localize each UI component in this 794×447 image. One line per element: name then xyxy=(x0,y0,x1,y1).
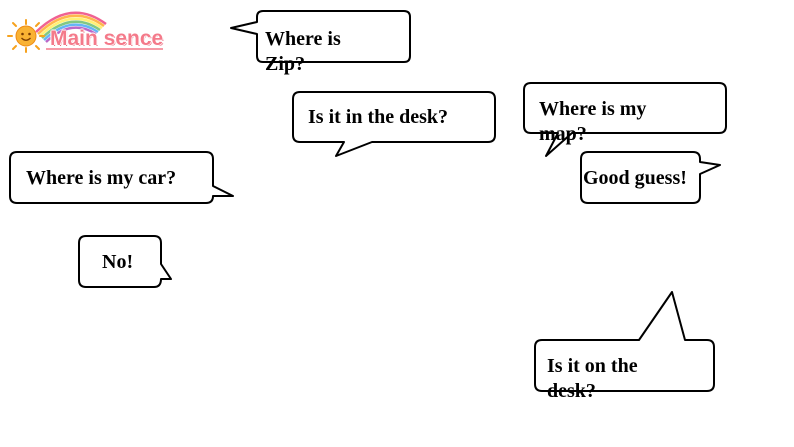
page-title: Main sence xyxy=(50,27,164,50)
speech-bubble-shape xyxy=(230,10,411,63)
bubble-text: No! xyxy=(102,251,134,273)
speech-bubble-in-the-desk: Is it in the desk? xyxy=(292,90,498,160)
speech-bubble-shape xyxy=(78,235,172,288)
bubble-text: Is it in the desk? xyxy=(308,106,449,128)
speech-bubble-shape xyxy=(523,82,727,157)
speech-bubble-shape xyxy=(534,291,715,392)
bubble-text: Where is my map? xyxy=(539,98,647,145)
speech-bubble-where-is-car: Where is my car? xyxy=(9,150,239,208)
speech-bubble-on-the-desk: Is it on the desk? xyxy=(533,290,719,402)
bubble-text: Good guess! xyxy=(583,167,687,189)
rainbow-icon xyxy=(35,11,163,50)
bubble-text: Where is my car? xyxy=(26,167,177,189)
speech-bubble-shape xyxy=(580,151,721,204)
speech-bubble-shape xyxy=(9,151,234,204)
speech-bubble-shape xyxy=(292,91,496,157)
speech-bubble-where-is-map: Where is my map? xyxy=(522,81,730,159)
speech-bubble-no: No! xyxy=(78,234,174,290)
bubble-text: Is it on the desk? xyxy=(547,355,638,402)
header-logo: Main sence xyxy=(6,4,176,56)
sun-icon xyxy=(7,19,45,53)
speech-bubble-where-is-zip: Where is Zip? xyxy=(228,8,414,75)
bubble-text: Where is Zip? xyxy=(265,28,341,75)
speech-bubble-good-guess: Good guess! xyxy=(579,150,723,208)
